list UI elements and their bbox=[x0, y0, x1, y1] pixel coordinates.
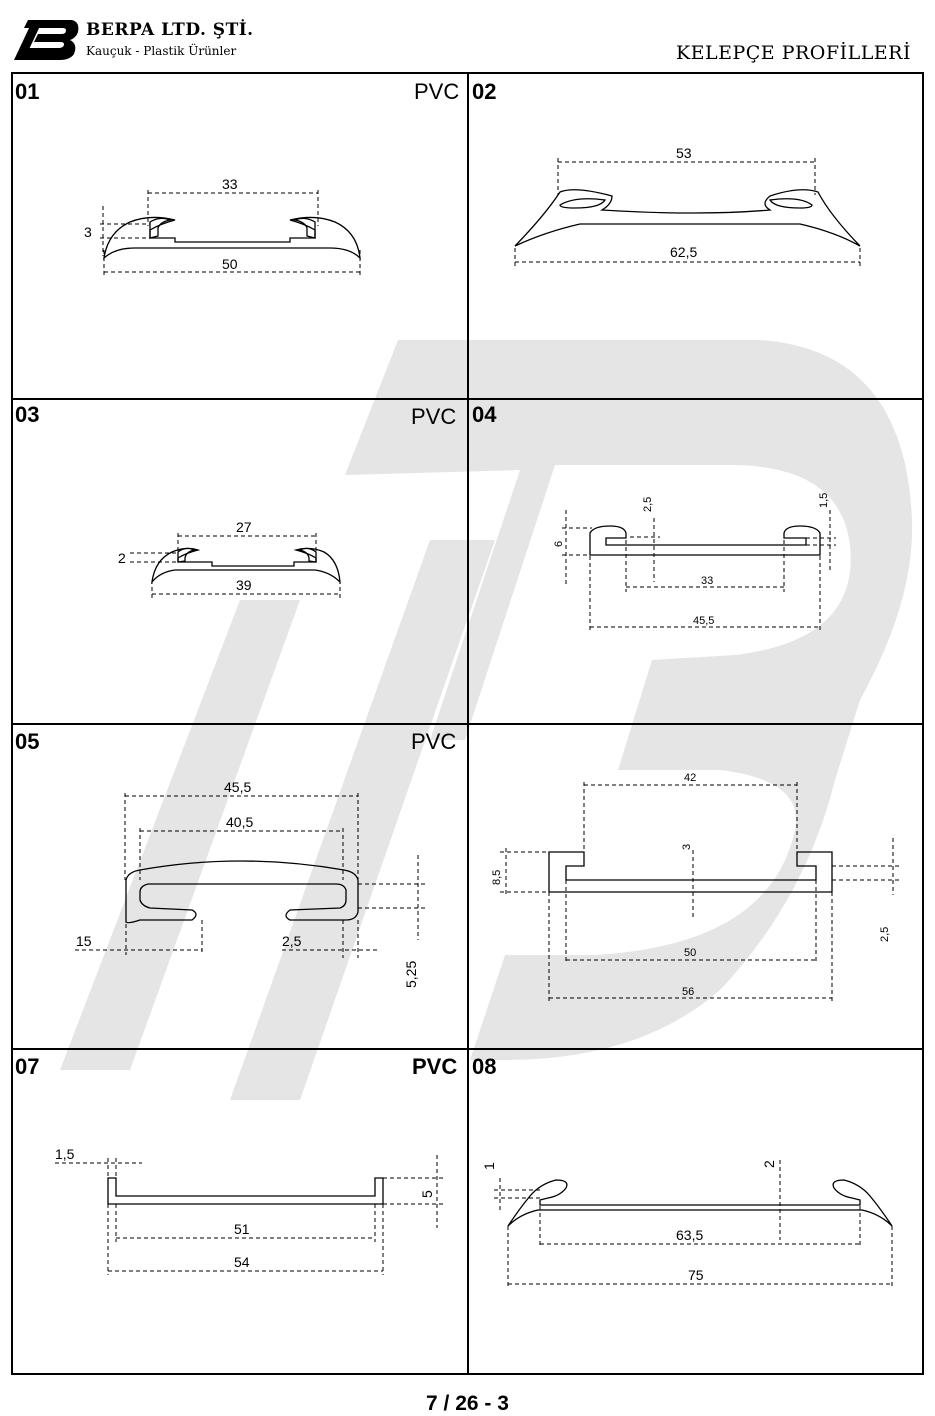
profile-03-dims: 27 39 2 bbox=[118, 519, 252, 593]
profile-01-drawing bbox=[100, 190, 361, 276]
dim-label: 1 bbox=[481, 1162, 497, 1170]
dim-label: 27 bbox=[236, 519, 252, 535]
dim-label: 15 bbox=[76, 933, 92, 949]
profile-02-drawing bbox=[514, 158, 861, 266]
company-logo bbox=[14, 20, 79, 60]
dim-label: 42 bbox=[684, 772, 696, 784]
dim-label: 53 bbox=[676, 145, 692, 161]
material-label: PVC bbox=[414, 79, 460, 104]
dim-label: 50 bbox=[222, 256, 238, 272]
cell-number: 04 bbox=[472, 402, 497, 427]
dim-label: 5 bbox=[419, 1190, 435, 1198]
dim-label: 45,5 bbox=[224, 779, 251, 795]
material-label: PVC bbox=[411, 729, 457, 754]
profile-01-dims: 33 50 3 bbox=[84, 176, 238, 272]
dim-label: 33 bbox=[701, 575, 713, 587]
cell-number: 08 bbox=[472, 1054, 497, 1079]
profile-07-dims: 1,5 51 54 5 bbox=[55, 1146, 435, 1270]
profile-04-drawing bbox=[562, 510, 836, 632]
profile-02-dims: 53 62,5 bbox=[670, 145, 697, 260]
dim-label: 8,5 bbox=[491, 870, 503, 885]
profile-06-dims: 42 50 56 8,5 3 2,5 bbox=[491, 772, 891, 998]
cell-number: 05 bbox=[15, 729, 40, 754]
cell-number: 01 bbox=[15, 79, 40, 104]
grid-divider-row-1 bbox=[11, 398, 924, 400]
dim-label: 75 bbox=[688, 1267, 704, 1283]
profile-05-drawing bbox=[75, 793, 425, 958]
cell-number: 07 bbox=[15, 1054, 40, 1079]
dim-label: 33 bbox=[222, 176, 238, 192]
dim-label: 63,5 bbox=[676, 1227, 703, 1243]
profile-07-drawing bbox=[55, 1155, 445, 1275]
dim-label: 2 bbox=[118, 550, 126, 566]
company-name: BERPA LTD. ŞTİ. bbox=[86, 20, 254, 40]
dim-label: 56 bbox=[682, 986, 694, 998]
dim-label: 62,5 bbox=[670, 244, 697, 260]
grid-divider-row-3 bbox=[11, 1048, 924, 1050]
profile-05-dims: 45,5 40,5 15 2,5 5,25 bbox=[76, 779, 419, 988]
company-subtitle: Kauçuk - Plastik Ürünler bbox=[86, 44, 237, 58]
dim-label: 40,5 bbox=[226, 814, 253, 830]
dim-label: 54 bbox=[234, 1254, 250, 1270]
dim-label: 1,5 bbox=[55, 1146, 75, 1162]
cell-number: 02 bbox=[472, 79, 497, 104]
dim-label: 2,5 bbox=[879, 927, 891, 942]
dim-label: 2,5 bbox=[282, 933, 302, 949]
dim-label: 2,5 bbox=[642, 497, 654, 512]
page-title: KELEPÇE PROFİLLERİ bbox=[675, 42, 911, 64]
profile-06-drawing bbox=[500, 782, 900, 1002]
dim-label: 3 bbox=[681, 844, 693, 850]
profile-03-drawing bbox=[130, 533, 341, 598]
dim-label: 3 bbox=[84, 224, 92, 240]
dim-label: 50 bbox=[684, 947, 696, 959]
profile-08-dims: 63,5 75 1 2 bbox=[481, 1160, 777, 1283]
grid-divider-row-2 bbox=[11, 723, 924, 725]
dim-label: 1,5 bbox=[818, 493, 830, 508]
dim-label: 6 bbox=[553, 541, 565, 547]
dim-label: 5,25 bbox=[403, 961, 419, 988]
profile-08-drawing bbox=[494, 1160, 893, 1288]
material-label: PVC bbox=[412, 1054, 458, 1079]
dim-label: 2 bbox=[761, 1160, 777, 1168]
dim-label: 45,5 bbox=[693, 615, 714, 627]
cell-number: 03 bbox=[15, 402, 40, 427]
page-number: 7 / 26 - 3 bbox=[426, 1392, 509, 1415]
profile-04-dims: 33 45,5 6 2,5 1,5 bbox=[553, 493, 830, 627]
material-label: PVC bbox=[411, 404, 457, 429]
dim-label: 39 bbox=[236, 577, 252, 593]
dim-label: 51 bbox=[234, 1221, 250, 1237]
